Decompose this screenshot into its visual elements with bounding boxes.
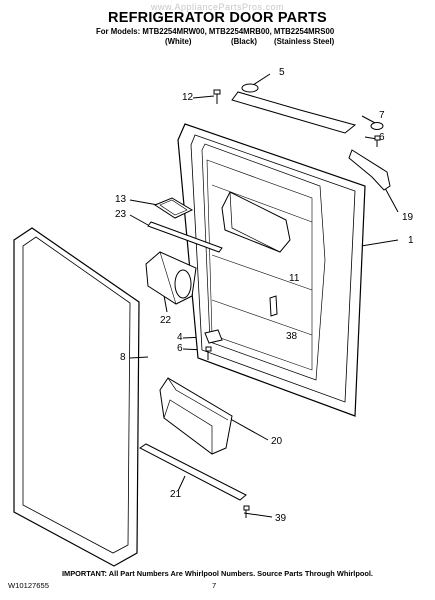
hinge-4-part	[204, 329, 223, 344]
page-title: REFRIGERATOR DOOR PARTS	[108, 10, 327, 26]
callout-6-upper: 6	[379, 132, 385, 143]
callout-12: 12	[182, 92, 194, 103]
callout-13: 13	[115, 194, 127, 205]
screw-39-part	[243, 505, 250, 518]
footer-note: IMPORTANT: All Part Numbers Are Whirlpoo…	[62, 569, 373, 578]
variant-stainless: (Stainless Steel)	[274, 37, 335, 46]
model-list: For Models: MTB2254MRW00, MTB2254MRB00, …	[96, 27, 335, 36]
callout-4: 4	[177, 332, 183, 343]
document-number: W10127655	[8, 581, 49, 590]
clip-38-part	[269, 295, 278, 317]
strip-21-part	[139, 443, 247, 501]
page-number: 7	[212, 581, 217, 590]
variant-white: (White)	[165, 37, 192, 46]
callout-1: 1	[408, 235, 414, 246]
callout-8: 8	[120, 352, 126, 363]
exploded-parts-diagram	[13, 73, 399, 567]
callout-11: 11	[289, 273, 300, 284]
strip-23-part	[147, 221, 223, 253]
callout-6-lower: 6	[177, 343, 183, 354]
callout-39: 39	[275, 513, 287, 524]
screw-12-part	[213, 89, 221, 104]
callout-20: 20	[271, 436, 283, 447]
screw-6-upper-part	[374, 135, 381, 147]
cap-7-part	[370, 122, 384, 130]
dairy-22-part	[145, 251, 197, 305]
door-bin-20-part	[159, 377, 233, 455]
callout-5: 5	[279, 67, 285, 78]
cap-5-part	[241, 83, 259, 93]
callout-7: 7	[379, 110, 385, 121]
door-top-cap	[231, 91, 357, 134]
screw-6-lower-part	[205, 346, 212, 360]
hinge-19-part	[348, 149, 391, 191]
callout-22: 22	[160, 315, 172, 326]
door-panel-1-part	[177, 123, 366, 417]
callout-21: 21	[170, 489, 182, 500]
callout-38: 38	[286, 331, 298, 342]
callout-23: 23	[115, 209, 127, 220]
gasket-8-part	[13, 227, 140, 567]
callout-19: 19	[402, 212, 414, 223]
variant-black: (Black)	[231, 37, 257, 46]
watermark: www.AppliancePartsPros.com	[150, 2, 285, 12]
